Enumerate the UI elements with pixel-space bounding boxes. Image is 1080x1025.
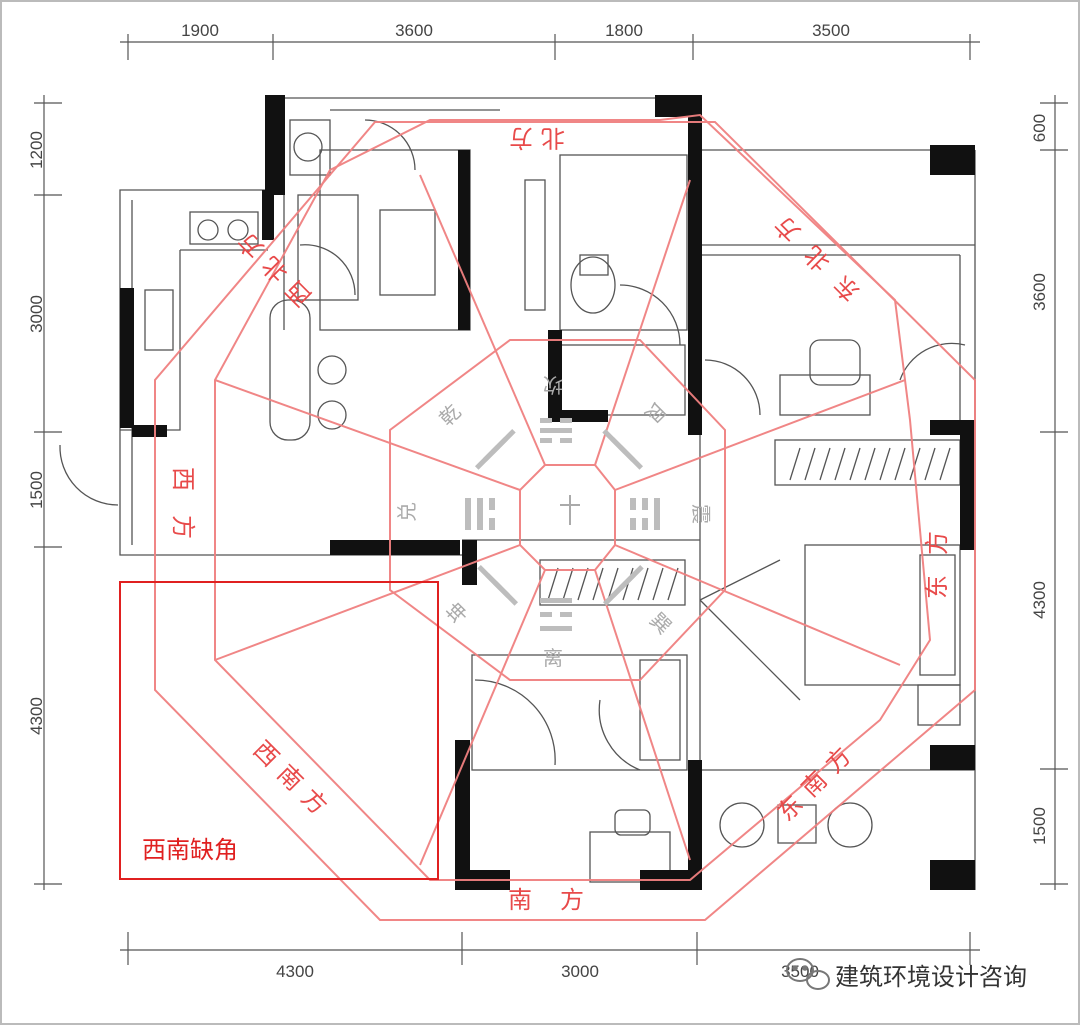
dim-top-2: 3600 bbox=[395, 21, 433, 40]
direction-east: 东方 bbox=[923, 511, 951, 599]
trigram-xun-label: 巽 bbox=[645, 608, 676, 639]
direction-southwest: 西南方 bbox=[248, 735, 340, 827]
direction-northeast: 东北方 bbox=[756, 198, 865, 307]
dim-bottom-1: 4300 bbox=[276, 962, 314, 981]
dim-left-2: 3000 bbox=[27, 295, 46, 333]
trigram-kan-label: 坎 bbox=[543, 373, 563, 397]
dim-right-4: 1500 bbox=[1030, 807, 1049, 845]
dim-left-1: 1200 bbox=[27, 131, 46, 169]
trigram-gen-label: 艮 bbox=[640, 397, 671, 428]
direction-west: 西方 bbox=[169, 467, 197, 563]
missing-corner-label: 西南缺角 bbox=[142, 836, 238, 864]
dim-left-4: 4300 bbox=[27, 697, 46, 735]
trigram-dui-label: 兑 bbox=[395, 502, 419, 522]
dim-top-3: 1800 bbox=[605, 21, 643, 40]
trigram-li-label: 离 bbox=[543, 646, 563, 670]
trigram-symbols bbox=[465, 418, 660, 631]
direction-southeast: 东南方 bbox=[772, 735, 864, 827]
wall-blocks bbox=[120, 95, 975, 890]
missing-corner-box bbox=[119, 581, 439, 880]
watermark: 建筑环境设计咨询 bbox=[786, 958, 1027, 991]
center-mark bbox=[560, 495, 580, 525]
bagua-overlay bbox=[154, 113, 976, 921]
trigram-kun-label: 坤 bbox=[442, 598, 473, 629]
dim-right-3: 4300 bbox=[1030, 581, 1049, 619]
dim-right-2: 3600 bbox=[1030, 273, 1049, 311]
dim-bottom-2: 3000 bbox=[561, 962, 599, 981]
dim-top-1: 1900 bbox=[181, 21, 219, 40]
trigram-qian-label: 乾 bbox=[434, 399, 465, 430]
dim-left-3: 1500 bbox=[27, 471, 46, 509]
direction-south: 南方 bbox=[508, 886, 612, 914]
dim-right-1: 600 bbox=[1030, 114, 1049, 142]
direction-north: 北方 bbox=[501, 124, 565, 152]
dim-top-4: 3500 bbox=[812, 21, 850, 40]
watermark-text: 建筑环境设计咨询 bbox=[835, 963, 1027, 991]
trigram-zhen-label: 震 bbox=[689, 504, 713, 524]
wechat-icon bbox=[786, 958, 830, 990]
dimension-lines bbox=[34, 34, 1068, 965]
